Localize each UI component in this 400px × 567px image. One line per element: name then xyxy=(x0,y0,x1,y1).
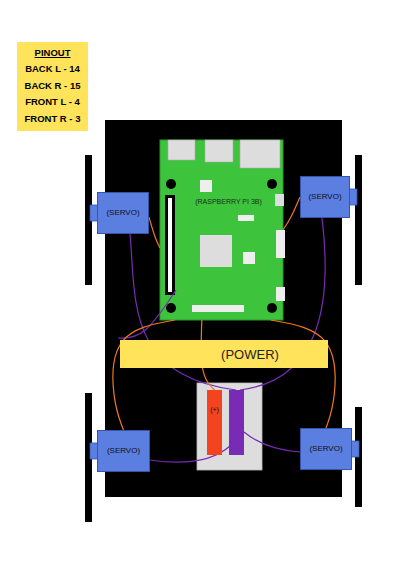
pinout-box: PINOUTBACK L - 14BACK R - 15FRONT L - 4F… xyxy=(17,42,88,131)
signal-wire xyxy=(149,217,160,248)
connector xyxy=(275,194,284,206)
board-label: (RASPBERRY PI 3B) xyxy=(195,197,262,207)
usb-port xyxy=(205,140,233,162)
pin-label: FRONT R - 3 xyxy=(25,111,81,127)
mount-hole xyxy=(267,303,277,313)
gpio-header xyxy=(165,195,175,295)
ground-wire xyxy=(244,432,300,452)
servo-motor: (SERVO) xyxy=(97,430,150,472)
connector xyxy=(276,287,285,301)
positive-rail: (+) xyxy=(207,390,222,455)
servo-label: (SERVO) xyxy=(308,192,341,202)
servo-tab xyxy=(351,441,359,457)
servo-tab xyxy=(349,189,357,205)
signal-wire xyxy=(283,197,300,230)
ethernet-port xyxy=(240,140,280,168)
processor xyxy=(200,235,232,267)
servo-motor: (SERVO) xyxy=(300,176,350,218)
raspberry-pi-board: (RASPBERRY PI 3B) xyxy=(160,140,283,320)
pin-label: BACK R - 15 xyxy=(25,78,81,94)
power-label: (POWER) xyxy=(221,347,279,362)
wheel xyxy=(355,155,362,285)
servo-label: (SERVO) xyxy=(107,446,140,456)
connector xyxy=(238,215,254,221)
polarity-label: (+) xyxy=(210,405,219,414)
mount-hole xyxy=(166,303,176,313)
signal-wire xyxy=(113,320,175,430)
negative-rail xyxy=(229,390,244,455)
power-bar: (POWER) xyxy=(120,340,328,368)
mount-hole xyxy=(267,179,277,189)
pin-label: FRONT L - 4 xyxy=(25,94,80,110)
mount-hole xyxy=(166,179,176,189)
chip xyxy=(200,180,212,192)
servo-motor: (SERVO) xyxy=(300,428,352,470)
connector xyxy=(276,230,285,258)
breadboard xyxy=(197,383,262,470)
signal-wire xyxy=(271,320,335,428)
pin-label: BACK L - 14 xyxy=(25,61,80,77)
pi-board xyxy=(160,140,283,320)
servo-label: (SERVO) xyxy=(106,208,139,218)
chip xyxy=(243,252,255,264)
usb-port xyxy=(168,140,195,160)
pinout-heading: PINOUT xyxy=(35,45,71,61)
gpio-pins xyxy=(168,198,172,292)
servo-motor: (SERVO) xyxy=(97,192,149,234)
sd-slot xyxy=(192,305,244,312)
servo-label: (SERVO) xyxy=(309,444,342,454)
ground-wire xyxy=(118,290,176,338)
